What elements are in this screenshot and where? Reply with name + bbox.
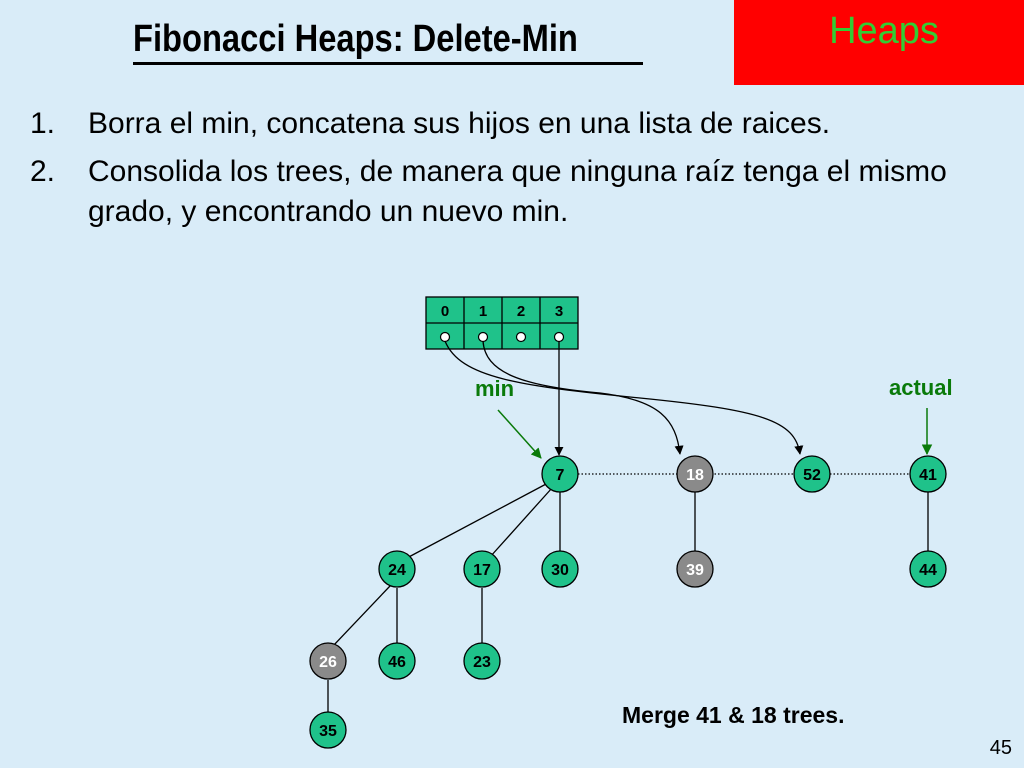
heap-nodes: 7 18 52 41 24 17 30 39 44 26 46 23 35 bbox=[309, 455, 947, 749]
step-text: Borra el min, concatena sus hijos en una… bbox=[88, 107, 831, 140]
actual-pointer-label: actual bbox=[889, 375, 953, 400]
pointer-degree-0 bbox=[444, 340, 804, 455]
svg-text:18: 18 bbox=[686, 467, 704, 484]
slide-title: Fibonacci Heaps: Delete-Min bbox=[133, 18, 578, 60]
degree-cell-3: 3 bbox=[555, 303, 563, 320]
heap-node-35: 35 bbox=[309, 711, 347, 749]
edge-7-17 bbox=[489, 487, 553, 558]
degree-cell-0: 0 bbox=[441, 303, 449, 320]
min-pointer-arrow bbox=[497, 409, 542, 459]
heap-node-39: 39 bbox=[676, 550, 714, 588]
svg-text:44: 44 bbox=[919, 562, 937, 579]
step-number: 1. bbox=[30, 107, 56, 140]
pointer-dot-2 bbox=[515, 331, 527, 343]
step-list: 1. Borra el min, concatena sus hijos en … bbox=[30, 104, 990, 240]
heap-node-7: 7 bbox=[541, 455, 579, 493]
degree-array: 0 1 2 3 bbox=[425, 296, 579, 350]
degree-cell-2: 2 bbox=[517, 303, 525, 320]
pointer-degree-1 bbox=[482, 340, 684, 455]
svg-text:41: 41 bbox=[919, 467, 937, 484]
pointer-dot-0 bbox=[439, 331, 451, 343]
edge-7-24 bbox=[404, 482, 549, 560]
heap-node-23: 23 bbox=[463, 642, 501, 680]
svg-text:23: 23 bbox=[473, 654, 491, 671]
heap-node-18: 18 bbox=[676, 455, 714, 493]
heap-node-24: 24 bbox=[378, 550, 416, 588]
heap-node-41: 41 bbox=[909, 455, 947, 493]
svg-text:7: 7 bbox=[556, 467, 565, 484]
pointer-dot-3 bbox=[553, 331, 565, 343]
svg-text:46: 46 bbox=[388, 654, 406, 671]
degree-pointers bbox=[444, 340, 804, 456]
heap-node-52: 52 bbox=[793, 455, 831, 493]
degree-cell-1: 1 bbox=[479, 303, 487, 320]
heap-node-30: 30 bbox=[541, 550, 579, 588]
step-number: 2. bbox=[30, 155, 56, 188]
title-underline bbox=[133, 62, 643, 65]
svg-text:52: 52 bbox=[803, 467, 821, 484]
svg-text:35: 35 bbox=[319, 723, 337, 740]
edge-24-26 bbox=[332, 585, 391, 647]
section-tag-box: Heaps bbox=[734, 0, 1024, 85]
heap-node-46: 46 bbox=[378, 642, 416, 680]
page-number: 45 bbox=[989, 737, 1012, 759]
heap-node-17: 17 bbox=[463, 550, 501, 588]
step-text: Consolida los trees, de manera que ningu… bbox=[88, 155, 947, 228]
svg-text:39: 39 bbox=[686, 562, 704, 579]
step-item: 2. Consolida los trees, de manera que ni… bbox=[30, 152, 990, 232]
tree-edges bbox=[332, 482, 929, 647]
svg-text:17: 17 bbox=[473, 562, 491, 579]
heap-node-44: 44 bbox=[909, 550, 947, 588]
svg-text:26: 26 bbox=[319, 654, 337, 671]
step-item: 1. Borra el min, concatena sus hijos en … bbox=[30, 104, 990, 144]
svg-text:24: 24 bbox=[388, 562, 406, 579]
min-pointer-label: min bbox=[475, 376, 514, 401]
svg-text:30: 30 bbox=[551, 562, 569, 579]
pointer-dot-1 bbox=[477, 331, 489, 343]
step-caption: Merge 41 & 18 trees. bbox=[622, 702, 845, 728]
heap-node-26: 26 bbox=[309, 642, 347, 680]
section-tag: Heaps bbox=[829, 10, 939, 52]
